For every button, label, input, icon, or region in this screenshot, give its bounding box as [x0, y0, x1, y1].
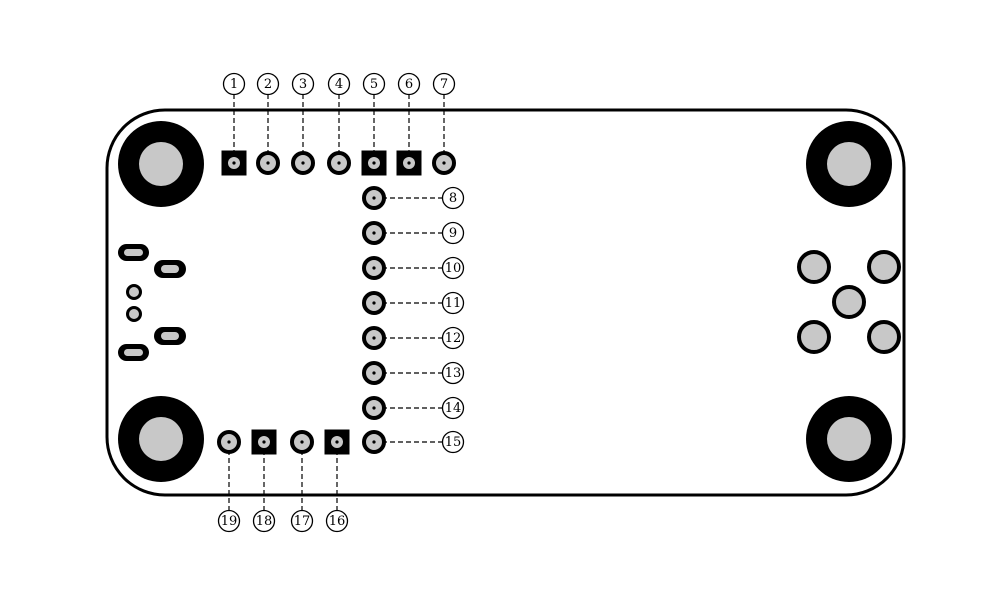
pin-callout-circle-2	[256, 72, 280, 96]
pin-hole-16	[335, 440, 339, 444]
pin-hole-2	[266, 161, 270, 165]
pin-number-4: 4	[335, 77, 343, 92]
pin-callout-circle-17	[290, 509, 314, 533]
pin-hole-12	[372, 336, 376, 340]
pin-callout-circle-9	[441, 221, 465, 245]
pin-callout-circle-7	[432, 72, 456, 96]
pin-number-5: 5	[370, 77, 378, 92]
pin-number-9: 9	[449, 226, 457, 241]
pin-callout-circle-15	[441, 430, 465, 454]
pin-number-17: 17	[294, 514, 311, 529]
pin-hole-6	[407, 161, 411, 165]
pin-number-8: 8	[449, 191, 457, 206]
pin-hole-8	[372, 196, 376, 200]
pin-number-6: 6	[405, 77, 413, 92]
pin-number-16: 16	[329, 514, 346, 529]
pin-number-11: 11	[445, 296, 462, 311]
pin-number-14: 14	[445, 401, 462, 416]
pin-number-2: 2	[264, 77, 272, 92]
cluster-pad	[797, 320, 831, 354]
pin-hole-18	[262, 440, 266, 444]
pin-hole-14	[372, 406, 376, 410]
pin-hole-7	[442, 161, 446, 165]
pin-hole-10	[372, 266, 376, 270]
usb-connector-footprint	[118, 244, 186, 361]
pin-number-18: 18	[256, 514, 273, 529]
pin-callout-circle-18	[252, 509, 276, 533]
pin-callout-circle-1	[222, 72, 246, 96]
pin-hole-9	[372, 231, 376, 235]
pin-number-13: 13	[445, 366, 462, 381]
pin-hole-4	[337, 161, 341, 165]
pin-hole-5	[372, 161, 376, 165]
cluster-pad	[797, 250, 831, 284]
pin-hole-11	[372, 301, 376, 305]
pin-hole-13	[372, 371, 376, 375]
pin-number-12: 12	[445, 331, 462, 346]
pin-callout-circle-16	[325, 509, 349, 533]
pin-callout-circle-8	[441, 186, 465, 210]
board-outline	[105, 108, 906, 497]
cluster-pad	[867, 320, 901, 354]
right-pad-cluster	[797, 250, 901, 354]
pin-callout-circle-5	[362, 72, 386, 96]
pin-number-19: 19	[221, 514, 238, 529]
pin-callout-circle-12	[441, 326, 465, 350]
pin-callout-circle-10	[441, 256, 465, 280]
pin-hole-15	[372, 440, 376, 444]
pin-callout-circle-11	[441, 291, 465, 315]
pin-number-7: 7	[440, 77, 448, 92]
pin-number-1: 1	[230, 77, 238, 92]
pin-pads	[217, 150, 456, 455]
mounting-holes	[118, 121, 892, 482]
pin-callout-circle-19	[217, 509, 241, 533]
pin-callout-circle-14	[441, 396, 465, 420]
pin-hole-19	[227, 440, 231, 444]
pin-hole-17	[300, 440, 304, 444]
pin-number-15: 15	[445, 435, 462, 450]
cluster-pad	[867, 250, 901, 284]
pin-hole-3	[301, 161, 305, 165]
pin-callout-circle-13	[441, 361, 465, 385]
pin-callout-circle-4	[327, 72, 351, 96]
pin-callout-circle-6	[397, 72, 421, 96]
pin-number-10: 10	[445, 261, 462, 276]
pin-number-3: 3	[299, 77, 307, 92]
cluster-pad	[832, 285, 866, 319]
pin-callout-circle-3	[291, 72, 315, 96]
pin-hole-1	[232, 161, 236, 165]
